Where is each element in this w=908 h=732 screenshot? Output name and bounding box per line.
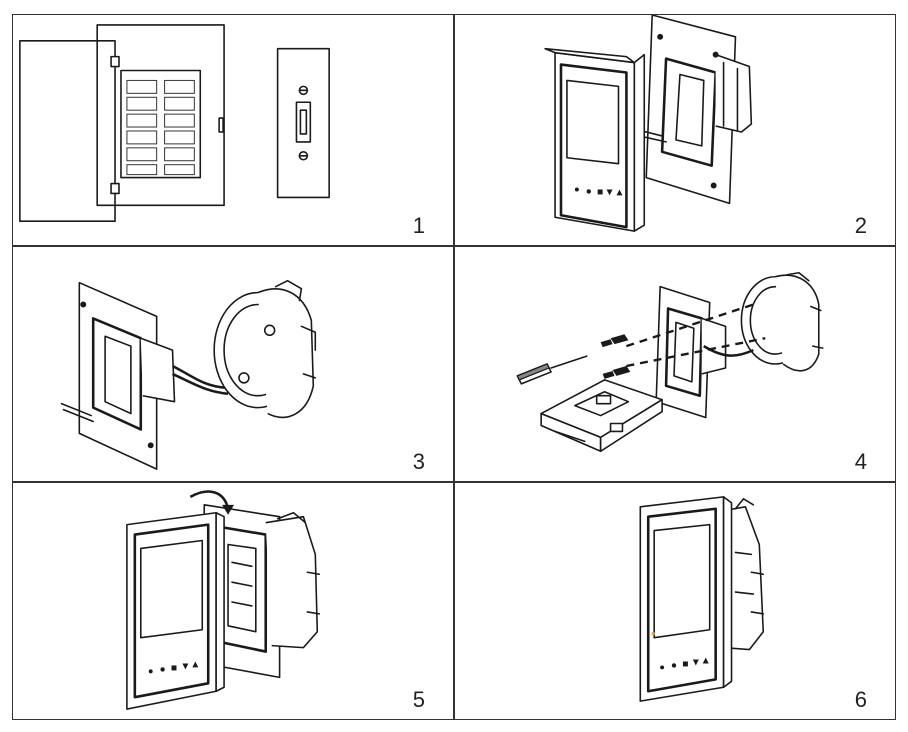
separate-front-panel-illustration [544,15,753,232]
step-number: 3 [412,449,425,474]
step-2-panel: 2 [454,14,896,246]
thermostat-front [544,47,646,232]
step-6-panel: 6 [454,482,896,720]
wall-box-behind [723,498,765,651]
attach-front-panel-illustration [126,490,321,710]
back-mount-plate [60,281,176,470]
step-5-panel: 5 [12,482,454,720]
step-number: 2 [854,213,867,238]
wire-back-plate-illustration [60,279,317,470]
screw-back-plate-illustration [516,271,824,453]
step-number: 5 [412,687,425,712]
breaker-and-switch-illustration [19,24,330,222]
step-number: 6 [854,687,867,712]
back-mount-plate [655,285,727,419]
step-4-panel: 4 [454,246,896,482]
step-1-panel: 1 [12,14,454,246]
thermostat-front [126,511,225,710]
breaker-box [19,24,225,222]
wall-junction-box [740,271,824,372]
wall-junction-box [213,279,317,419]
screwdriver-icon [516,355,588,385]
installed-thermostat-illustration [639,496,765,702]
wires [171,364,229,396]
step-number: 4 [854,449,867,474]
direction-arrow-icon [189,490,234,515]
step-3-panel: 3 [12,246,454,482]
step-number: 1 [412,213,425,238]
installation-steps-grid: 1 [12,14,896,720]
wall-switch [276,47,330,199]
thermostat-front [639,496,733,702]
back-mount-plate [629,15,753,205]
screws [600,334,631,379]
thermostat-base [540,379,663,453]
mounting-guides [626,303,766,368]
